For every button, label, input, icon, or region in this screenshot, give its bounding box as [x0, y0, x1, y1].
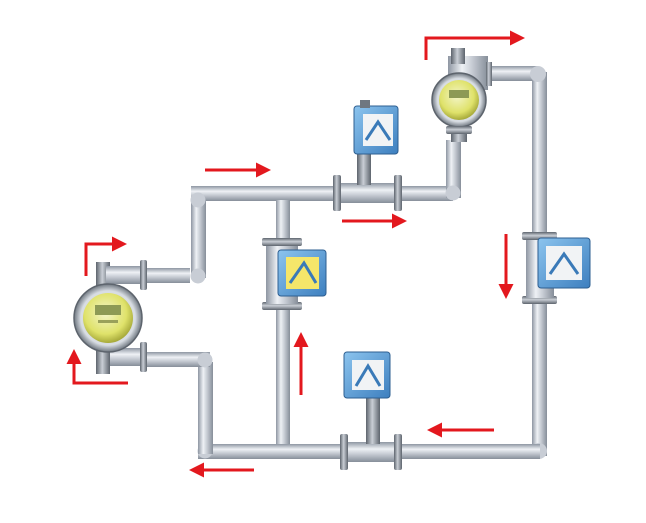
- pipe-segment: [488, 66, 538, 81]
- flow-arrow-top-right-corner: [424, 30, 525, 60]
- pipe-segment: [446, 140, 461, 198]
- pipe-segment: [140, 268, 190, 283]
- pipe-segment: [395, 186, 453, 201]
- pipe-elbow: [190, 192, 206, 208]
- pipe-segment: [532, 72, 547, 232]
- round-digital-flowmeter-left: [73, 260, 147, 374]
- flow-arrows: [66, 30, 525, 478]
- pipe-network: [140, 66, 547, 459]
- pipe-segment: [390, 444, 540, 459]
- pipe-segment: [276, 200, 290, 452]
- box-flowmeter-top-center: [353, 100, 399, 185]
- pipe-segment: [191, 186, 341, 201]
- pipe-segment: [191, 200, 206, 278]
- flow-arrow-left-meter-top: [84, 236, 127, 276]
- box-flowmeter-bottom: [343, 351, 391, 444]
- pipe-segment: [532, 300, 547, 456]
- flange-pair-bottom: [340, 434, 402, 470]
- pipe-segment: [198, 362, 213, 454]
- pipe-elbow: [197, 352, 213, 368]
- pipe-segment: [198, 444, 348, 459]
- box-flowmeter-center: [266, 246, 327, 304]
- pipe-elbow: [190, 268, 206, 284]
- flow-arrow-left-meter-bottom: [66, 349, 128, 385]
- round-digital-flowmeter-top-right: [431, 48, 492, 142]
- box-flowmeter-right: [526, 237, 591, 298]
- pipe-segment: [140, 352, 210, 367]
- pipe-elbow: [530, 66, 546, 82]
- flange-pair-top-center: [333, 175, 402, 211]
- pipe-elbow: [445, 185, 461, 201]
